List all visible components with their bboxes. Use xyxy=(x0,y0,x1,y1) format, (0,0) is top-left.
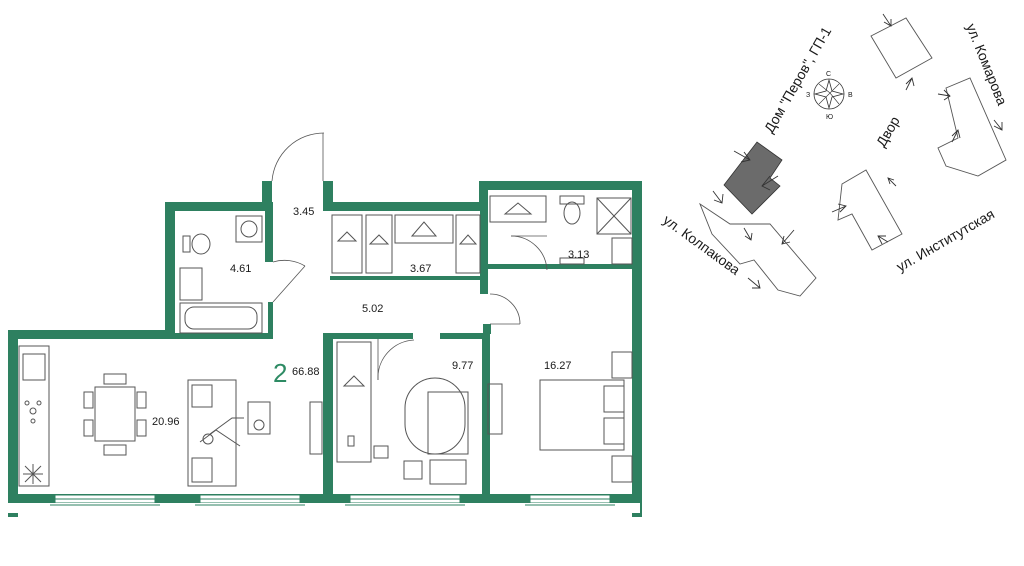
neighbor-buildings xyxy=(699,17,1007,297)
building-label: Дом "Перов", ГП-1 xyxy=(761,24,835,136)
highlighted-building xyxy=(723,141,783,215)
room-area-bedroom-small: 9.77 xyxy=(452,360,473,372)
compass-west: З xyxy=(806,92,810,99)
rooms-count: 2 xyxy=(273,358,287,388)
room-area-bedroom-main: 16.27 xyxy=(544,360,572,372)
room-area-bathroom: 4.61 xyxy=(230,263,251,275)
room-area-hallway: 5.02 xyxy=(362,303,383,315)
room-area-labels: 3.45 4.61 3.67 5.02 3.13 20.96 9.77 16.2… xyxy=(152,206,589,428)
compass-east: В xyxy=(848,92,853,99)
compass-north: С xyxy=(826,71,831,78)
furniture xyxy=(18,195,633,487)
room-area-entrance: 3.45 xyxy=(293,206,314,218)
windows xyxy=(0,494,640,513)
room-area-kitchen-living: 20.96 xyxy=(152,416,180,428)
entrance-arrows xyxy=(712,13,1003,289)
walls xyxy=(8,181,642,517)
doors xyxy=(271,132,548,381)
room-area-wardrobe: 3.67 xyxy=(410,263,431,275)
total-area: 66.88 xyxy=(292,366,320,378)
street-institutskaya: ул. Институтская xyxy=(894,206,998,275)
compass-rose-icon: С Ю В З xyxy=(806,71,853,121)
site-plan: С Ю В З Дом "Перов", ГП-1 Двор ул. Комар… xyxy=(660,13,1011,297)
room-area-shower-room: 3.13 xyxy=(568,249,589,261)
yard-label: Двор xyxy=(873,113,903,149)
compass-south: Ю xyxy=(826,114,833,121)
